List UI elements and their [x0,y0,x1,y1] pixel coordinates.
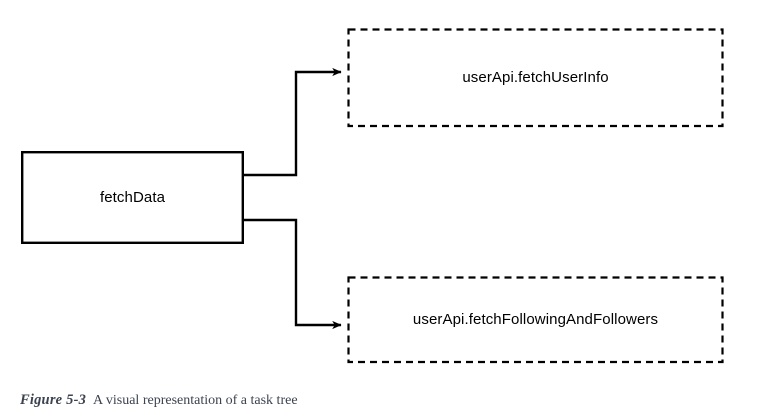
node-child2-box [347,276,724,364]
node-root-box [21,150,245,244]
edge-root-to-child1 [243,67,342,177]
figure-caption-text: A visual representation of a task tree [93,393,298,408]
figure-caption: Figure 5-3 A visual representation of a t… [20,392,298,409]
edge-root-to-child2 [243,218,342,330]
node-child1-box [347,28,724,128]
figure-number: Figure 5-3 [20,392,87,408]
